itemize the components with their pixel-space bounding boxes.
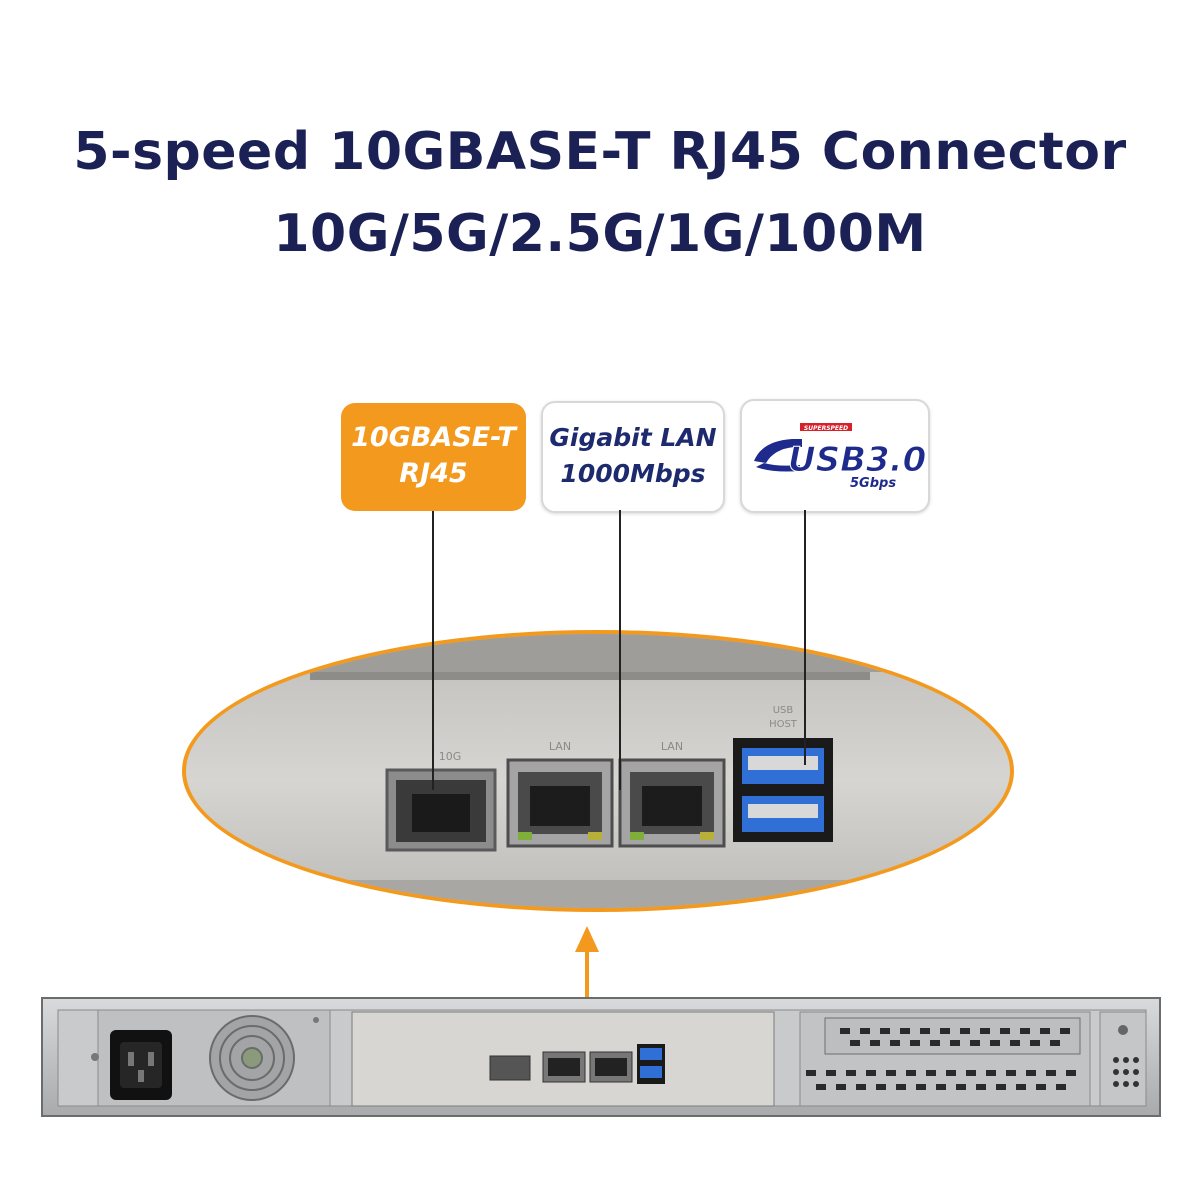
usb-label: USB	[773, 705, 794, 716]
tenG-label: 10G	[439, 750, 462, 763]
server-chassis	[41, 997, 1161, 1117]
usb-ports-zoom	[733, 738, 833, 842]
headline-line-1: 5-speed 10GBASE-T RJ45 Connector	[73, 122, 1127, 182]
rj45-10g-port-zoom	[385, 768, 497, 852]
badge-usb3: SUPERSPEED USB3.0 5Gbps	[740, 399, 930, 513]
usb-speed-text: 5Gbps	[850, 476, 896, 491]
superspeed-bar	[800, 423, 852, 431]
lan-port-2-zoom	[618, 758, 726, 848]
power-socket-icon	[110, 1030, 172, 1100]
arrow-up-icon	[575, 926, 599, 998]
host-label: HOST	[769, 719, 798, 730]
badge-gigabit-lan: Gigabit LAN 1000Mbps	[541, 401, 725, 513]
fan-grille-icon	[209, 1015, 295, 1101]
badge-10gbase-t: 10GBASE-T RJ45	[341, 403, 526, 511]
usb3-logo-icon: SUPERSPEED USB3.0 5Gbps	[754, 423, 927, 491]
badge-gigabit-line2: 1000Mbps	[560, 459, 706, 488]
zoom-oval: LAN LAN USB HOST 10G	[182, 630, 1014, 912]
badge-10gbase-t-line2: RJ45	[399, 458, 468, 489]
badge-gigabit-line1: Gigabit LAN	[549, 423, 717, 452]
usb-superspeed-text: SUPERSPEED	[804, 425, 848, 432]
lan-label-2: LAN	[661, 740, 683, 753]
usb-logo-text: USB3.0	[788, 440, 926, 480]
lan-label-1: LAN	[549, 740, 571, 753]
headline-line-2: 10G/5G/2.5G/1G/100M	[273, 204, 927, 264]
lan-port-1-zoom	[506, 758, 614, 848]
badge-10gbase-t-line1: 10GBASE-T	[351, 422, 516, 453]
